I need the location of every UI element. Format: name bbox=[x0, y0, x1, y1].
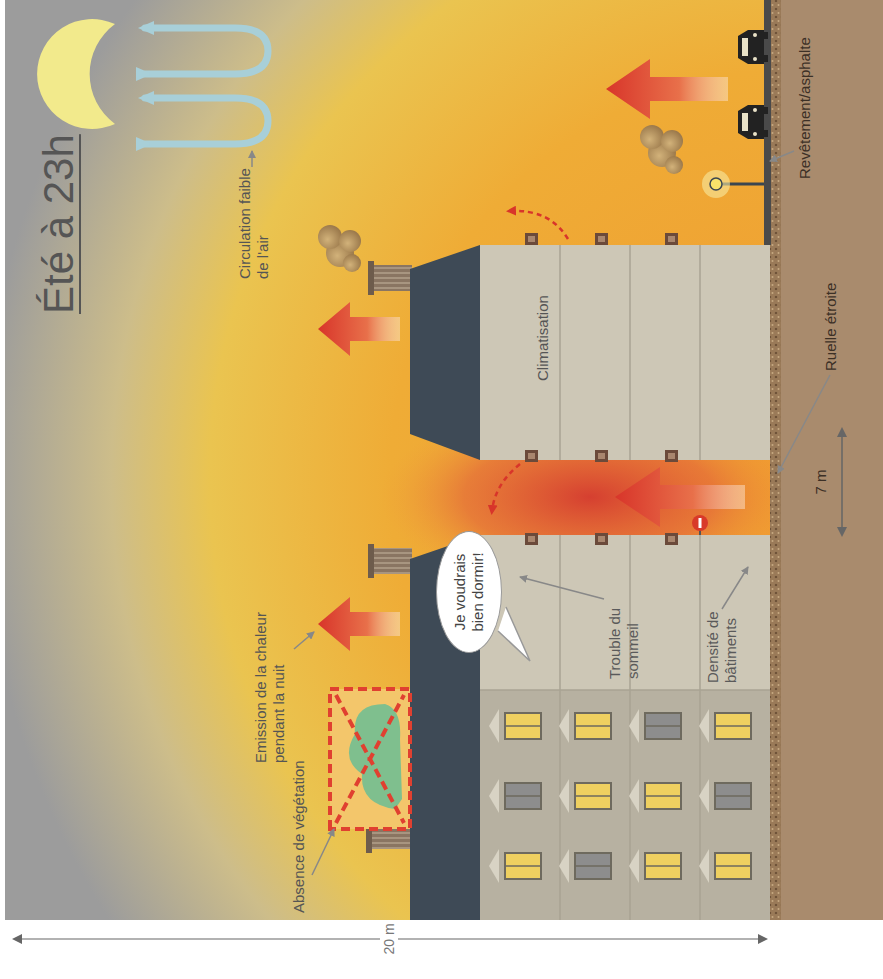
callout-label: Absence de végétation bbox=[290, 673, 308, 913]
callout-label: Climatisation bbox=[534, 261, 552, 381]
diagram-title: Été à 23h bbox=[34, 134, 84, 314]
callout-label: Trouble du sommeil bbox=[606, 579, 642, 679]
callout-label: Revêtement/asphalte bbox=[796, 37, 814, 179]
callout-label: Ruelle étroite bbox=[822, 251, 840, 371]
dimension-label: 20 m bbox=[380, 921, 398, 956]
speech-bubble: Je voudrais bien dormir! bbox=[436, 531, 502, 653]
callout-label: Emission de la chaleur pendant la nuit bbox=[252, 583, 288, 763]
callout-label: Circulation faible de l'air bbox=[236, 167, 272, 279]
dimension-label: 7 m bbox=[812, 469, 830, 494]
bubble-text: Je voudrais bien dormir! bbox=[451, 541, 487, 643]
callout-label: Densité de bâtiments bbox=[704, 573, 740, 683]
